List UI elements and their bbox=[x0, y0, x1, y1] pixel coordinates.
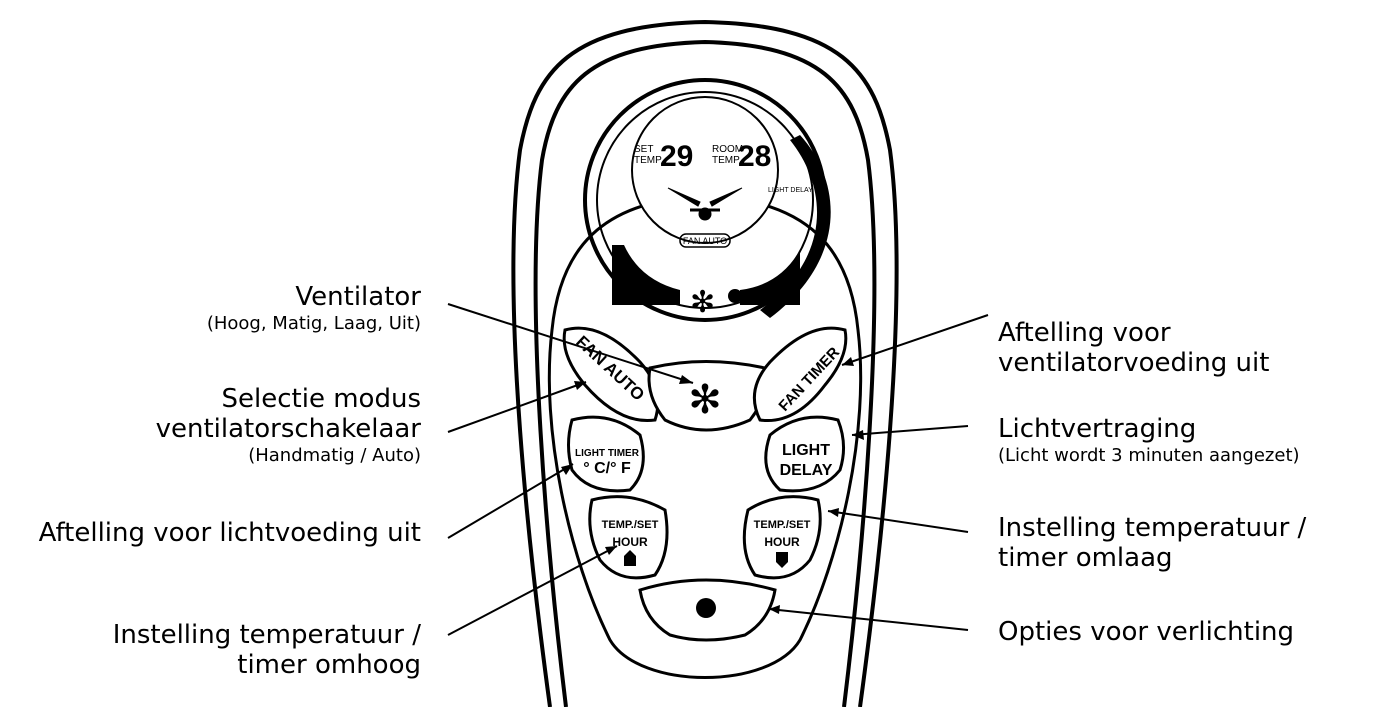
lcd-display: SET TEMP 29 ROOM TEMP 28 LIGHT DELAY FAN… bbox=[585, 80, 831, 320]
light-button[interactable] bbox=[640, 580, 775, 640]
callout-fan bbox=[448, 304, 693, 383]
light-timer-button-label-1: LIGHT TIMER bbox=[575, 448, 640, 459]
label-temp-down-line1: Instelling temperatuur / bbox=[998, 513, 1306, 543]
temp-up-button-label-2: HOUR bbox=[612, 535, 648, 549]
lcd-left-bar bbox=[612, 245, 680, 305]
lcd-fan-symbol: ✻ bbox=[690, 286, 715, 319]
label-mode-line2: ventilatorschakelaar bbox=[156, 414, 421, 444]
label-light-timer-title: Aftelling voor lichtvoeding uit bbox=[39, 518, 421, 548]
label-light-options-title: Opties voor verlichting bbox=[998, 617, 1294, 647]
lcd-set-value: 29 bbox=[660, 140, 693, 173]
fan-auto-button[interactable]: FAN AUTO bbox=[564, 328, 658, 420]
light-timer-button[interactable]: LIGHT TIMER ° C/° F bbox=[569, 417, 644, 491]
temp-down-button-label-2: HOUR bbox=[764, 535, 800, 549]
callout-temp-down bbox=[828, 511, 968, 532]
temp-up-button-label-1: TEMP./SET bbox=[602, 519, 659, 531]
temp-down-button[interactable]: TEMP./SET HOUR bbox=[744, 497, 820, 578]
temp-up-button[interactable]: TEMP./SET HOUR bbox=[590, 497, 667, 578]
lcd-light-delay-text: LIGHT DELAY bbox=[768, 187, 813, 194]
light-delay-button-label-1: LIGHT bbox=[782, 442, 830, 459]
label-mode-sub: (Handmatig / Auto) bbox=[156, 444, 421, 468]
lcd-mode-text: FAN AUTO bbox=[683, 236, 727, 246]
callout-fan-timer bbox=[842, 315, 988, 365]
lcd-light-symbol bbox=[728, 289, 742, 303]
label-light-timer: Aftelling voor lichtvoeding uit bbox=[39, 518, 421, 548]
label-light-delay: Lichtvertraging (Licht wordt 3 minuten a… bbox=[998, 414, 1300, 468]
lcd-right-bar bbox=[740, 250, 800, 305]
lcd-temp-label: TEMP bbox=[634, 155, 662, 166]
fan-timer-button[interactable]: FAN TIMER bbox=[754, 328, 845, 420]
label-fan-sub: (Hoog, Matig, Laag, Uit) bbox=[207, 312, 421, 336]
label-fan-timer: Aftelling voor ventilatorvoeding uit bbox=[998, 318, 1269, 378]
label-temp-down-line2: timer omlaag bbox=[998, 543, 1306, 573]
temp-down-button-label-1: TEMP./SET bbox=[754, 519, 811, 531]
lcd-room-value: 28 bbox=[738, 140, 771, 173]
label-temp-up-line1: Instelling temperatuur / bbox=[113, 620, 421, 650]
fan-button-icon: ✻ bbox=[688, 377, 722, 423]
label-temp-up: Instelling temperatuur / timer omhoog bbox=[113, 620, 421, 680]
label-fan-timer-line2: ventilatorvoeding uit bbox=[998, 348, 1269, 378]
light-bulb-icon bbox=[696, 598, 716, 618]
callout-light-timer bbox=[448, 464, 573, 538]
label-light-delay-title: Lichtvertraging bbox=[998, 414, 1300, 444]
label-light-delay-sub: (Licht wordt 3 minuten aangezet) bbox=[998, 444, 1300, 468]
lcd-room-temp-label: TEMP bbox=[712, 155, 740, 166]
lcd-set-label: SET bbox=[634, 144, 653, 155]
label-fan: Ventilator (Hoog, Matig, Laag, Uit) bbox=[207, 282, 421, 336]
label-light-options: Opties voor verlichting bbox=[998, 617, 1294, 647]
light-delay-button-label-2: DELAY bbox=[780, 462, 833, 479]
label-mode: Selectie modus ventilatorschakelaar (Han… bbox=[156, 384, 421, 468]
label-fan-title: Ventilator bbox=[207, 282, 421, 312]
label-fan-timer-line1: Aftelling voor bbox=[998, 318, 1269, 348]
label-mode-line1: Selectie modus bbox=[156, 384, 421, 414]
label-temp-up-line2: timer omhoog bbox=[113, 650, 421, 680]
label-temp-down: Instelling temperatuur / timer omlaag bbox=[998, 513, 1306, 573]
remote-buttons: FAN AUTO ✻ FAN TIMER LIGHT TIMER ° C/° F… bbox=[564, 328, 846, 640]
fan-button[interactable]: ✻ bbox=[649, 362, 766, 431]
light-timer-button-label-2: ° C/° F bbox=[583, 460, 631, 477]
light-delay-button[interactable]: LIGHT DELAY bbox=[766, 417, 844, 491]
